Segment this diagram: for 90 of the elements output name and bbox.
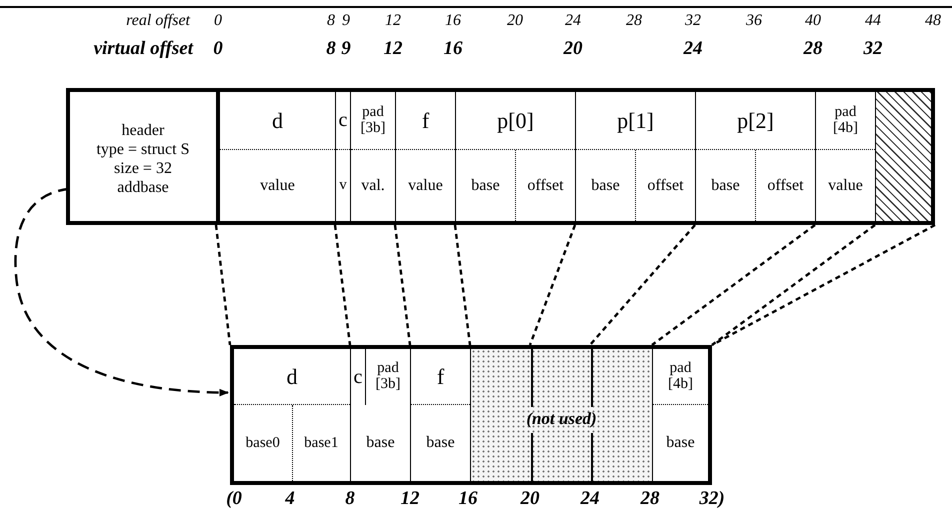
offset-label: 0 — [214, 12, 222, 30]
offset-label: 24 — [580, 488, 600, 510]
field-name: d — [286, 364, 298, 388]
field-cell — [350, 349, 365, 405]
hatched-cell — [875, 92, 931, 221]
offset-label: 9 — [341, 38, 351, 60]
field-value: value — [260, 176, 295, 194]
offset-label: 44 — [865, 12, 881, 30]
field-cell — [575, 92, 695, 221]
offset-label: 28 — [640, 488, 660, 510]
offset-label: 32 — [864, 38, 882, 60]
field-value: value — [408, 176, 443, 194]
field-value: offset — [767, 176, 804, 194]
offset-label: 24 — [565, 12, 581, 30]
mapping-line — [589, 224, 696, 346]
field-name: d — [272, 108, 283, 132]
field-name: p[2] — [737, 108, 774, 132]
header-text: type = struct S — [96, 140, 190, 158]
axis-title: real offset — [126, 12, 190, 30]
mapping-line — [334, 224, 352, 346]
offset-label: 36 — [746, 12, 762, 30]
offset-label: 32) — [699, 488, 725, 510]
mapping-line — [394, 224, 412, 346]
dashed-arrow — [14, 188, 229, 396]
offset-label: 20 — [507, 12, 523, 30]
offset-label: 20 — [564, 38, 582, 60]
offset-label: 16 — [458, 488, 478, 510]
mapping-line — [651, 224, 816, 346]
field-name: c — [354, 366, 362, 388]
offset-label: 20 — [520, 488, 540, 510]
offset-label: 16 — [445, 12, 461, 30]
field-value: base1 — [304, 434, 338, 452]
offset-label: 9 — [342, 12, 350, 30]
field-cell — [335, 92, 350, 221]
offset-label: 28 — [804, 38, 822, 60]
unused-label: (not used) — [526, 409, 597, 429]
offset-label: 40 — [805, 12, 821, 30]
field-name: pad [4b] — [832, 104, 859, 136]
field-value: v — [339, 177, 347, 194]
field-name: pad [3b] — [374, 361, 402, 393]
header-text: size = 32 — [114, 158, 172, 178]
field-cell — [455, 92, 575, 221]
offset-label: (0 — [226, 488, 242, 510]
offset-label: 12 — [400, 488, 420, 510]
axis-title: virtual offset — [94, 38, 193, 60]
field-name: pad [4b] — [667, 360, 694, 392]
mapping-line — [454, 224, 472, 346]
field-value: base — [471, 176, 500, 194]
mapping-line — [528, 224, 576, 346]
header-text: header — [122, 120, 164, 140]
offset-label: 24 — [684, 38, 702, 60]
field-cell — [395, 92, 455, 221]
offset-label: 8 — [345, 488, 355, 510]
field-value: base0 — [246, 434, 280, 452]
field-name: c — [338, 110, 348, 131]
offset-label: 12 — [385, 12, 401, 30]
offset-label: 48 — [925, 12, 941, 30]
memory-layout-box — [230, 345, 712, 485]
field-name: p[1] — [617, 108, 654, 132]
offset-label: 32 — [685, 12, 701, 30]
offset-label: 12 — [384, 38, 402, 60]
field-value: base — [711, 176, 740, 194]
field-cell — [350, 92, 395, 221]
field-value: base — [666, 434, 695, 452]
offset-label: 0 — [213, 38, 223, 60]
offset-label: 4 — [285, 488, 295, 510]
unused-region — [470, 349, 652, 481]
memory-layout-box — [66, 88, 935, 225]
mapping-line — [711, 224, 936, 346]
field-name: p[0] — [497, 108, 534, 132]
offset-label: 8 — [326, 38, 336, 60]
field-value: offset — [527, 176, 564, 194]
mapping-line — [711, 224, 876, 346]
field-cell — [216, 92, 335, 221]
field-value: value — [828, 176, 863, 194]
field-cell — [652, 349, 708, 481]
mapping-line — [214, 224, 232, 346]
field-name: f — [422, 108, 430, 132]
field-value: val. — [361, 176, 385, 194]
field-value: offset — [647, 176, 684, 194]
field-value: base — [366, 434, 395, 452]
field-value: base — [426, 434, 455, 452]
field-value: base — [591, 176, 620, 194]
offset-label: 16 — [444, 38, 462, 60]
field-name: pad [3b] — [360, 104, 386, 136]
offset-label: 8 — [327, 12, 335, 30]
header-text: addbase — [117, 178, 169, 196]
field-name: f — [436, 364, 444, 388]
field-cell — [695, 92, 815, 221]
offset-label: 28 — [626, 12, 642, 30]
